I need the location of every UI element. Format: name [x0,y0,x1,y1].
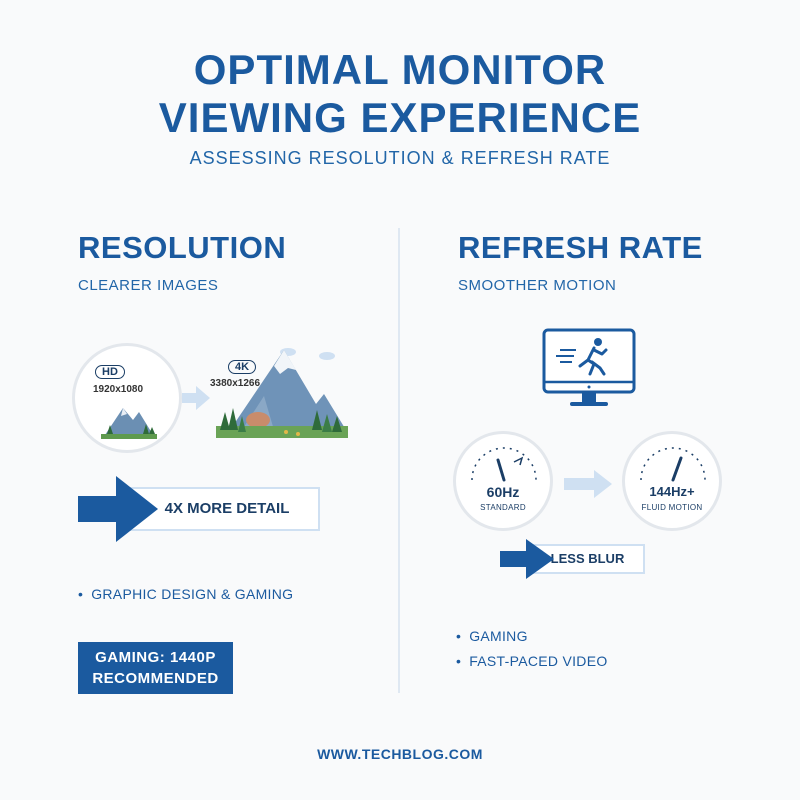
hd-circle: HD 1920x1080 [72,343,182,453]
4k-badge: 4K [228,357,257,375]
gauge-needle-icon [640,447,706,482]
recommendation-box: GAMING: 1440P RECOMMENDED [78,642,233,694]
large-mountain-icon [216,348,348,438]
refresh-bullet-1: GAMING [456,628,528,644]
resolution-bullet-1: GRAPHIC DESIGN & GAMING [78,586,293,602]
gauge-60hz: 60Hz STANDARD [453,431,553,531]
monitor-runner-icon [542,328,636,406]
recommendation-line-1: GAMING: 1440P [95,649,216,666]
4k-resolution: 3380x1266 [210,378,261,389]
title-line-2: VIEWING EXPERIENCE [158,94,642,141]
title-line-1: OPTIMAL MONITOR [193,46,607,93]
gauge-144hz-label: FLUID MOTION [641,503,703,512]
subtitle: ASSESSING RESOLUTION & REFRESH RATE [189,148,611,168]
arrow-right-icon [182,386,210,410]
hd-badge: HD [95,362,125,380]
gauge-60hz-value: 60Hz [486,484,520,500]
hd-resolution: 1920x1080 [93,384,144,395]
gauge-144hz-value: 144Hz+ [649,484,695,499]
gauge-needle-icon [471,447,537,482]
arrow-right-icon [564,470,612,498]
recommendation-line-2: RECOMMENDED [92,670,219,687]
refresh-subheading: SMOOTHER MOTION [458,277,617,294]
column-divider [398,228,400,693]
more-detail-callout: 4X MORE DETAIL [120,487,320,531]
refresh-heading: REFRESH RATE [458,230,703,265]
gauge-144hz: 144Hz+ FLUID MOTION [622,431,722,531]
footer-url[interactable]: WWW.TECHBLOG.COM [317,746,483,762]
resolution-subheading: CLEARER IMAGES [78,277,219,294]
big-arrow-icon [78,476,158,542]
big-arrow-icon [500,539,554,579]
gauge-60hz-label: STANDARD [480,503,526,512]
refresh-bullet-2: FAST-PACED VIDEO [456,653,608,669]
resolution-heading: RESOLUTION [78,230,287,265]
small-mountain-icon [101,408,157,439]
